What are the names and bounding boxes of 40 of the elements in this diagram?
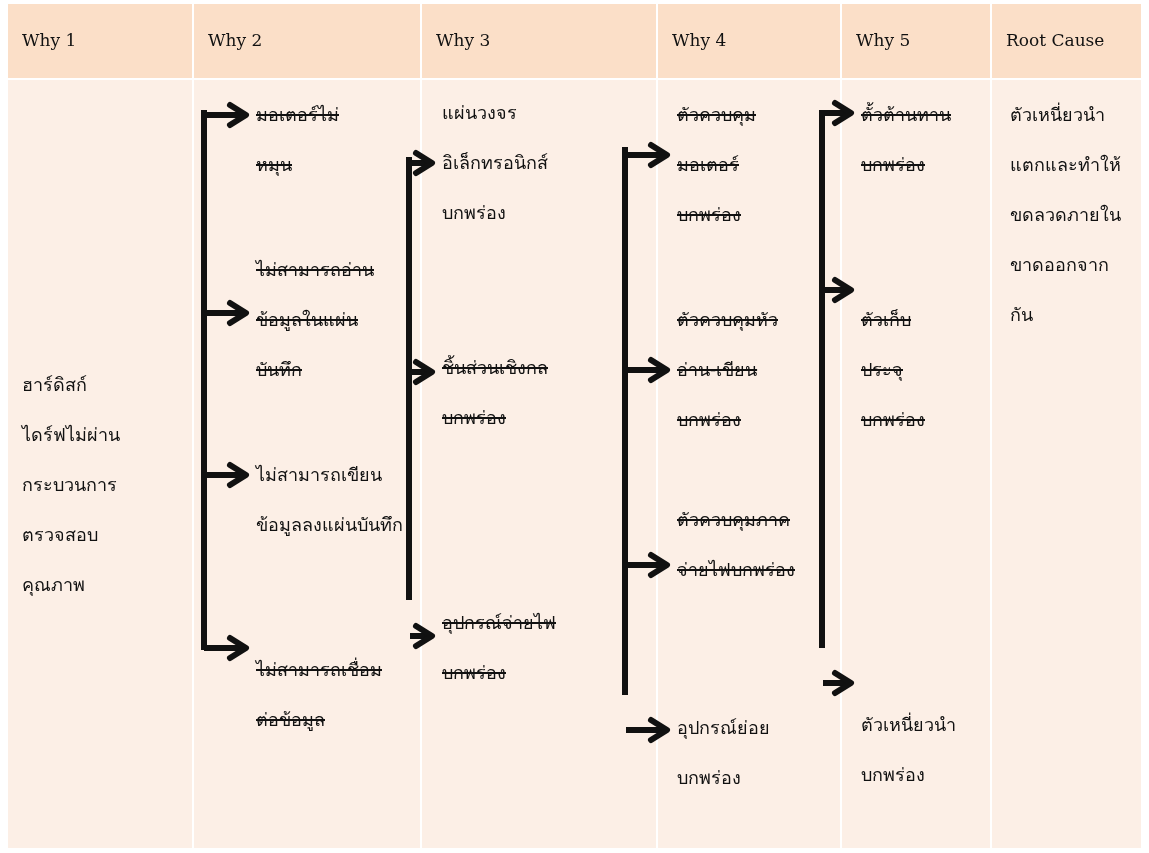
arrow: [626, 717, 670, 743]
arrow: [409, 150, 435, 176]
bracket-line: [622, 147, 628, 695]
cause-text: ตัวควบคุมมอเตอร์บกพร่อง: [667, 90, 777, 240]
arrow: [204, 462, 249, 488]
header-cell: Why 1: [8, 4, 192, 78]
arrow: [204, 300, 249, 326]
bracket-line: [201, 110, 207, 650]
header-cell: Why 3: [422, 4, 656, 78]
cause-text: ตัวควบคุมหัวอ่าน-เขียนบกพร่อง: [667, 295, 807, 445]
cause-text: ตัวเหนี่ยวนำบกพร่อง: [851, 700, 961, 800]
cause-text: ตัวควบคุมภาคจ่ายไฟบกพร่อง: [667, 495, 807, 595]
header-cell: Why 5: [842, 4, 990, 78]
arrow: [625, 357, 670, 383]
arrow: [410, 623, 435, 649]
bracket-line: [819, 110, 825, 648]
arrow: [204, 635, 249, 661]
arrow: [823, 670, 854, 696]
cause-text: ฮาร์ดิสก์ไดร์ฟไม่ผ่านกระบวนการตรวจสอบคุณภาพ: [12, 360, 201, 610]
header-cell: Root Cause: [992, 4, 1141, 78]
bracket-line: [406, 157, 412, 600]
cause-text: แผ่นวงจรอิเล็กทรอนิกส์บกพร่อง: [432, 88, 592, 238]
arrow: [822, 100, 854, 126]
arrow: [625, 142, 670, 168]
cause-text: ตัวเหนี่ยวนำแตกและทำให้ขดลวดภายในขาดออกจากกัน: [1000, 90, 1130, 340]
cause-text: ตั้วต้านทานบกพร่อง: [851, 90, 951, 190]
arrow: [409, 359, 435, 385]
arrow: [822, 277, 854, 303]
cause-text: อุปกรณ์ย่อยบกพร่อง: [667, 703, 797, 803]
cause-text: อุปกรณ์จ่ายไฟบกพร่อง: [432, 598, 592, 698]
header-cell: Why 4: [658, 4, 840, 78]
arrow: [204, 102, 249, 128]
cause-text: มอเตอร์ไม่หมุน: [246, 90, 364, 190]
cause-text: ชิ้นส่วนเชิงกลบกพร่อง: [432, 343, 582, 443]
cause-text: ไม่สามารถเขียนข้อมูลลงแผ่นบันทึก: [246, 450, 406, 550]
arrow: [625, 552, 670, 578]
header-cell: Why 2: [194, 4, 420, 78]
cause-text: ไม่สามารถเชื่อมต่อข้อมูล: [246, 645, 386, 745]
cause-text: ตัวเก็บประจุบกพร่อง: [851, 295, 951, 445]
cause-text: ไม่สามารถอ่านข้อมูลในแผ่นบันทึก: [246, 245, 386, 395]
